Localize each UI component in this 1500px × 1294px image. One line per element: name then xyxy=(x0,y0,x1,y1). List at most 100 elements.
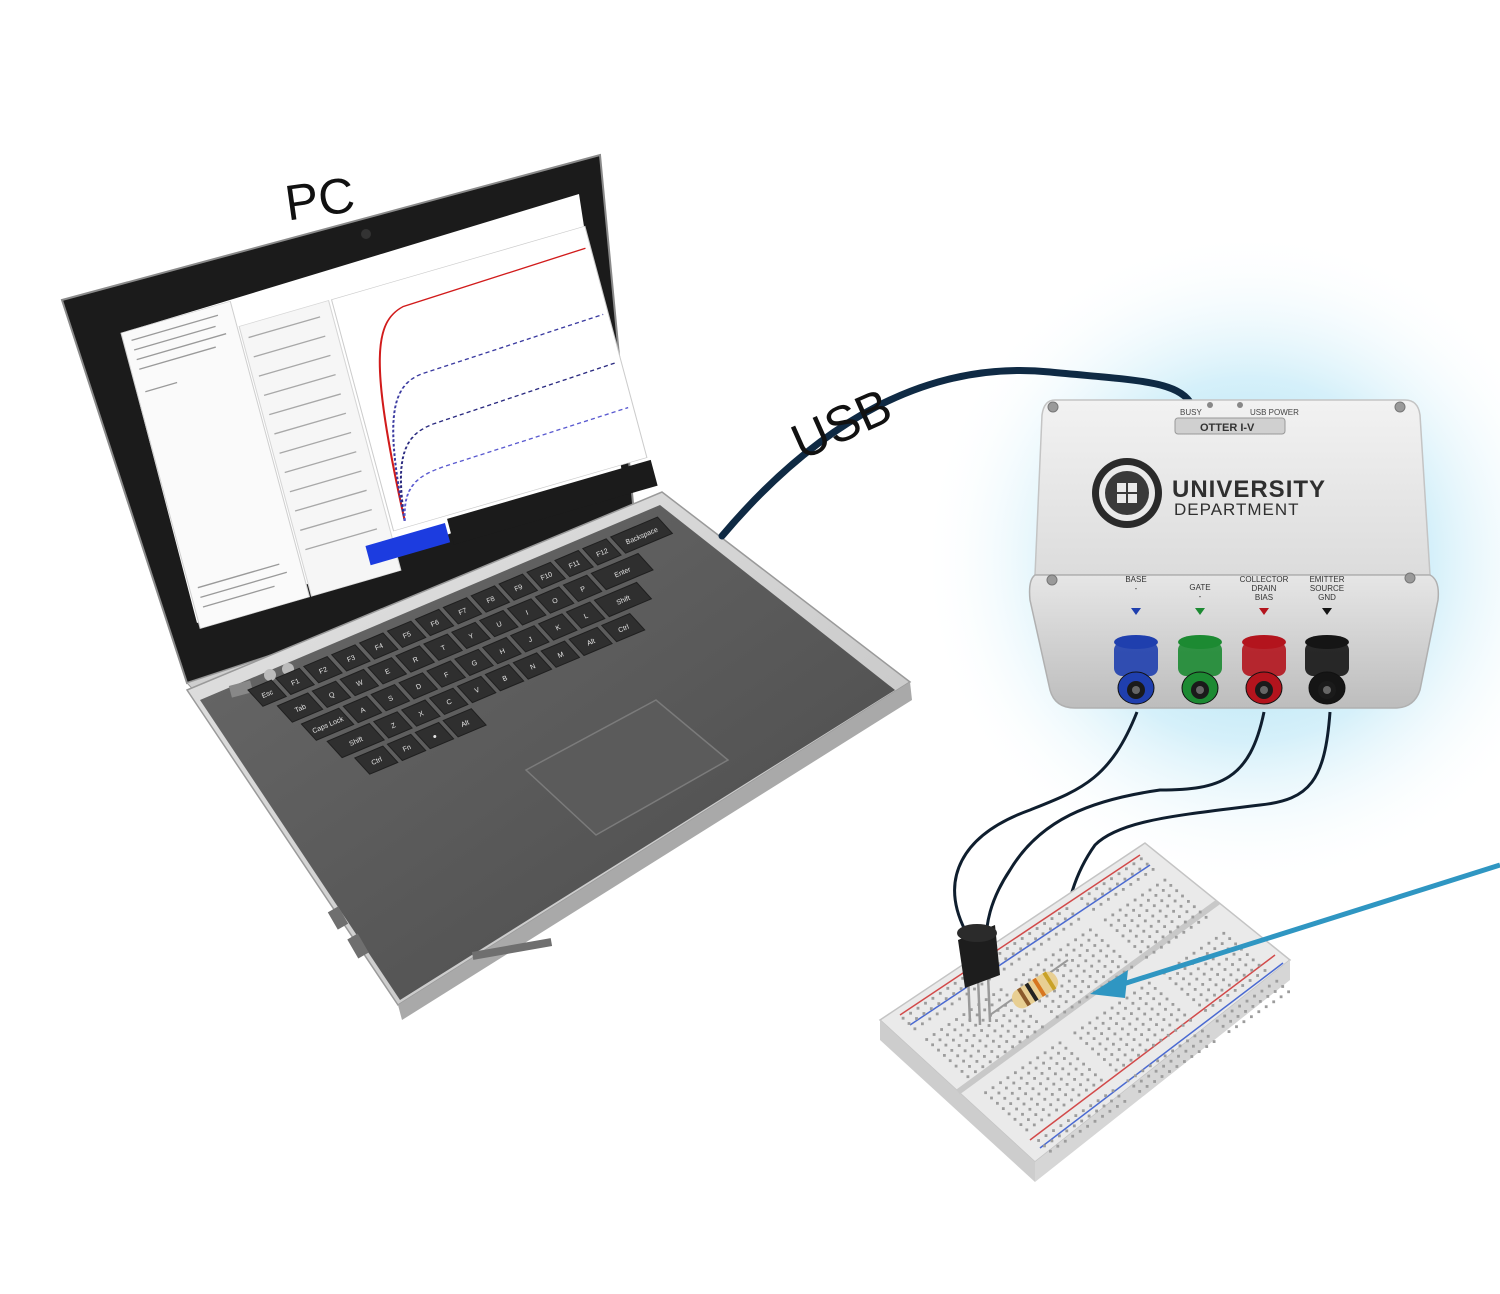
otter-iv-device: BUSY USB POWER OTTER I-V UNIVERSITY DEPA… xyxy=(1028,399,1440,709)
terminal-label-line: DRAIN xyxy=(1252,584,1277,593)
app-settings-lines xyxy=(248,316,378,551)
key-label: F8 xyxy=(486,596,496,606)
rail-red-right xyxy=(1029,954,1276,1141)
key-label: U xyxy=(496,621,503,629)
key: Z xyxy=(372,711,413,739)
key-label: G xyxy=(471,659,479,668)
key-label: F xyxy=(443,671,450,679)
key-label: Ctrl xyxy=(617,624,630,635)
key: Y xyxy=(450,621,491,650)
banana-jack xyxy=(1305,635,1349,705)
laptop-base-side xyxy=(398,682,912,1020)
key-label: Esc xyxy=(261,689,275,700)
iv-curve-3 xyxy=(399,361,617,522)
key-label: F11 xyxy=(568,559,581,570)
key: I xyxy=(506,598,547,626)
key: Esc xyxy=(247,679,288,707)
terminal-labels: BASE-GATE-COLLECTORDRAINBIASEMITTERSOURC… xyxy=(1125,575,1345,615)
pointer-arrow xyxy=(1090,862,1500,998)
terminal-label-line: GATE xyxy=(1189,583,1210,592)
terminal-arrow-icon xyxy=(1259,608,1269,615)
key-label: S xyxy=(387,695,394,703)
terminal-label-line: GND xyxy=(1318,593,1336,602)
key: F7 xyxy=(442,597,483,625)
rail-blue-right xyxy=(1039,962,1284,1149)
key: V xyxy=(456,675,497,704)
iv-curve-2 xyxy=(392,313,604,522)
key-label: Q xyxy=(328,691,336,700)
key-label: F5 xyxy=(402,631,412,641)
key: F6 xyxy=(414,608,455,637)
key-label: Shift xyxy=(348,736,364,748)
key-label: I xyxy=(525,610,530,617)
key: M xyxy=(540,640,581,668)
app-settings-panel xyxy=(238,300,402,597)
key: Shift xyxy=(326,722,386,759)
resistor xyxy=(989,959,1069,1016)
key: Ctrl xyxy=(600,613,646,643)
key-label: P xyxy=(580,585,587,593)
key: Fn xyxy=(386,733,427,762)
key-label: F1 xyxy=(290,678,300,688)
key: F11 xyxy=(554,549,595,578)
key-label: Alt xyxy=(586,638,596,648)
app-plot-area xyxy=(330,225,648,532)
terminal-arrow-icon xyxy=(1322,608,1332,615)
key: F4 xyxy=(358,632,399,660)
device-indicators: BUSY USB POWER xyxy=(1180,402,1299,417)
key: T xyxy=(423,633,464,661)
key-label: H xyxy=(499,648,506,656)
key: ● xyxy=(414,721,455,750)
laptop: EscF1F2F3F4F5F6F7F8F9F10F11F12BackspaceT… xyxy=(60,153,912,1020)
key: R xyxy=(395,645,436,673)
brand-line2: DEPARTMENT xyxy=(1174,500,1300,519)
key: P xyxy=(562,574,603,602)
key: Caps Lock xyxy=(300,707,355,741)
trackpad xyxy=(524,699,730,836)
key-label: N xyxy=(529,663,536,671)
brand-line1: UNIVERSITY xyxy=(1172,476,1326,503)
iv-curve-4 xyxy=(403,406,629,521)
laptop-deck xyxy=(200,505,895,1000)
app-run-button xyxy=(365,522,451,566)
key: Tab xyxy=(276,692,324,723)
screen-app xyxy=(120,225,658,630)
status-light-icon xyxy=(264,669,276,681)
breadboard-holes xyxy=(901,857,1290,1153)
key: F3 xyxy=(330,644,371,672)
key-label: F7 xyxy=(458,607,468,617)
terminal-label-line: SOURCE xyxy=(1310,584,1344,593)
key-label: R xyxy=(412,656,419,664)
breadboard-side-front xyxy=(880,1020,1035,1182)
key: Enter xyxy=(590,552,654,591)
key: F8 xyxy=(470,585,511,613)
key: C xyxy=(428,687,469,715)
iv-curve-1 xyxy=(378,247,586,522)
keyboard: EscF1F2F3F4F5F6F7F8F9F10F11F12BackspaceT… xyxy=(247,516,674,775)
webcam-icon xyxy=(361,229,371,239)
key-label: O xyxy=(551,597,559,606)
key: K xyxy=(537,613,578,641)
key-label: F9 xyxy=(514,584,524,594)
key: J xyxy=(509,625,550,653)
key-label: D xyxy=(415,683,422,691)
usb-power-led-icon xyxy=(1237,402,1243,408)
device-front xyxy=(1028,574,1440,709)
key: F1 xyxy=(275,667,316,696)
key: F12 xyxy=(581,538,622,566)
key-label: Shift xyxy=(616,595,632,607)
key-label: Y xyxy=(468,633,475,641)
key-label: W xyxy=(356,679,365,688)
key-label: C xyxy=(446,698,453,706)
key-label: F10 xyxy=(540,571,554,582)
key-label: F2 xyxy=(318,666,328,676)
key: O xyxy=(534,586,575,614)
terminal-label-line: COLLECTOR xyxy=(1240,575,1289,584)
banana-jack xyxy=(1178,635,1222,705)
key-label: Fn xyxy=(402,744,412,754)
university-seal-icon xyxy=(1092,458,1162,528)
terminal-label-line: - xyxy=(1199,592,1202,601)
